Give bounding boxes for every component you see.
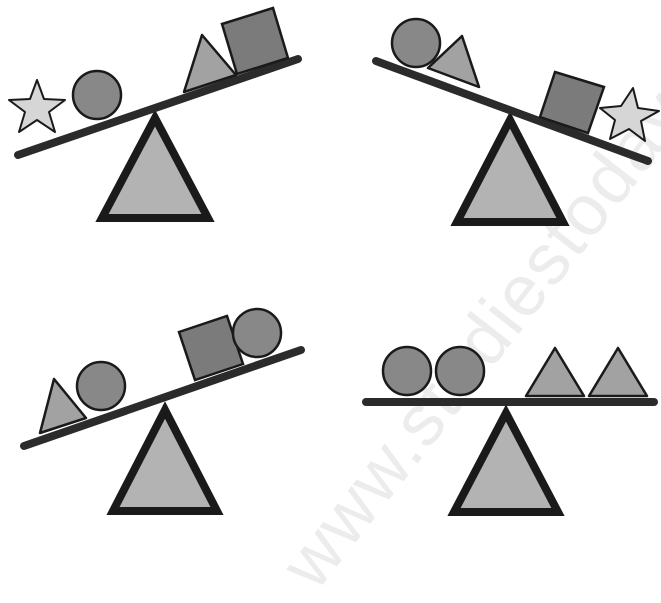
fulcrum (457, 120, 563, 222)
scale-bottom-left (24, 309, 301, 511)
circle-shape (73, 71, 121, 119)
fulcrum (454, 413, 558, 512)
scale-top-left (9, 8, 298, 218)
fulcrum (102, 118, 208, 218)
circle-shape (436, 347, 484, 395)
circle-shape (77, 362, 125, 410)
triangle-shape (589, 348, 647, 396)
triangle-shape (526, 348, 584, 396)
star-shape (600, 88, 659, 141)
circle-shape (383, 347, 431, 395)
scale-bottom-right (366, 347, 654, 512)
star-shape (9, 80, 65, 132)
scale-top-right (376, 19, 659, 222)
balance-scales-illustration (0, 0, 661, 518)
circle-shape (233, 309, 281, 357)
circle-shape (392, 19, 440, 67)
fulcrum (113, 410, 217, 511)
